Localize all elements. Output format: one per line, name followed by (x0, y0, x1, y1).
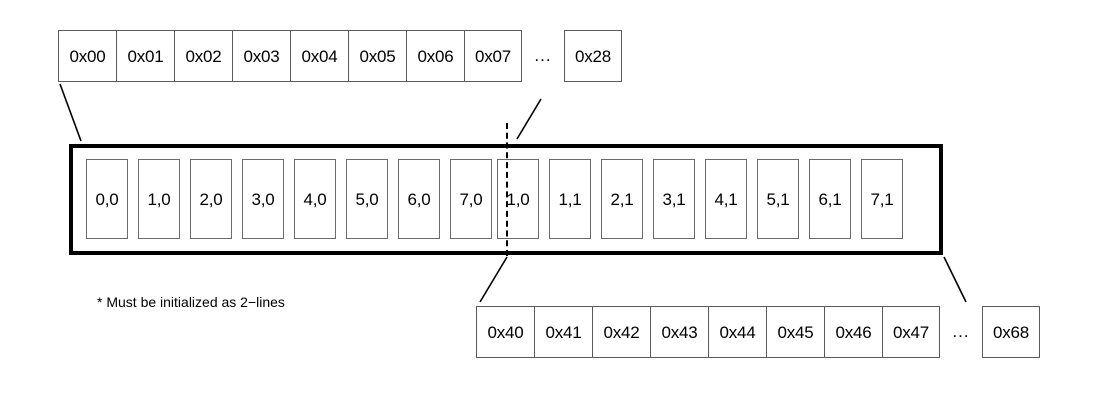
address-cell: 0x40 (476, 306, 534, 358)
buffer-word-cell: 3,1 (653, 159, 695, 239)
address-cell: 0x01 (116, 30, 174, 82)
address-cell-tail: 0x28 (564, 30, 622, 82)
address-cell-tail: 0x68 (982, 306, 1040, 358)
line-0-address-strip: 0x00 0x01 0x02 0x03 0x04 0x05 0x06 0x07 … (58, 30, 622, 82)
buffer-word-cell: 6,0 (398, 159, 440, 239)
address-cell: 0x43 (650, 306, 708, 358)
buffer-word-cell: 7,1 (861, 159, 903, 239)
address-cell: 0x06 (406, 30, 464, 82)
connector-bottom-right (943, 256, 967, 303)
ellipsis-label: ... (534, 46, 552, 65)
address-cell: 0x47 (882, 306, 940, 358)
buffer-word-cell: 6,1 (809, 159, 851, 239)
buffer-word-cell: 5,1 (757, 159, 799, 239)
buffer-word-cell: 2,1 (601, 159, 643, 239)
buffer-word-cell: 0,0 (86, 159, 128, 239)
buffer-word-cell: 7,0 (450, 159, 492, 239)
buffer-word-cell: 1,1 (549, 159, 591, 239)
buffer-word-cell: 4,1 (705, 159, 747, 239)
line-1-address-strip: 0x40 0x41 0x42 0x43 0x44 0x45 0x46 0x47 … (476, 306, 1040, 358)
address-cell: 0x03 (232, 30, 290, 82)
address-cell: 0x46 (824, 306, 882, 358)
address-cell: 0x05 (348, 30, 406, 82)
connector-top-left (59, 83, 82, 142)
address-cell: 0x07 (464, 30, 522, 82)
connector-bottom-left (479, 256, 508, 303)
initialization-note: * Must be initialized as 2−lines (97, 294, 285, 310)
address-cell: 0x02 (174, 30, 232, 82)
buffer-word-row: 0,0 1,0 2,0 3,0 4,0 5,0 6,0 7,0 1,0 1,1 … (86, 159, 930, 239)
address-cell: 0x41 (534, 306, 592, 358)
connector-top-right (516, 98, 542, 140)
line-split-divider (506, 123, 508, 256)
address-cell: 0x00 (58, 30, 116, 82)
address-cell: 0x44 (708, 306, 766, 358)
buffer-word-cell: 4,0 (294, 159, 336, 239)
buffer-word-cell: 3,0 (242, 159, 284, 239)
buffer-word-cell: 1,0 (497, 159, 539, 239)
buffer-word-cell: 2,0 (190, 159, 232, 239)
address-cell: 0x45 (766, 306, 824, 358)
address-cell: 0x04 (290, 30, 348, 82)
buffer-word-cell: 5,0 (346, 159, 388, 239)
buffer-word-cell: 1,0 (138, 159, 180, 239)
address-cell: 0x42 (592, 306, 650, 358)
ellipsis-label: ... (952, 322, 970, 341)
